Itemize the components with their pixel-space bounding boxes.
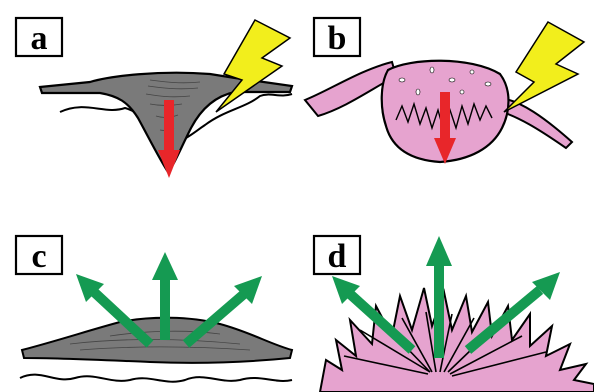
panel-c: c bbox=[16, 236, 292, 382]
panel-b-lightning-bolt-icon bbox=[504, 22, 584, 112]
panel-c-substrate-line bbox=[20, 375, 292, 382]
panel-d-label: d bbox=[328, 238, 347, 275]
panel-b: b bbox=[305, 18, 584, 164]
panel-d: d bbox=[314, 236, 594, 392]
panel-c-label: c bbox=[31, 238, 46, 275]
panel-b-label: b bbox=[328, 20, 347, 57]
panel-a: a bbox=[16, 18, 292, 178]
panel-c-gray-body bbox=[22, 318, 292, 363]
panel-a-label: a bbox=[31, 20, 48, 57]
panel-a-lightning-bolt-icon bbox=[216, 20, 290, 112]
